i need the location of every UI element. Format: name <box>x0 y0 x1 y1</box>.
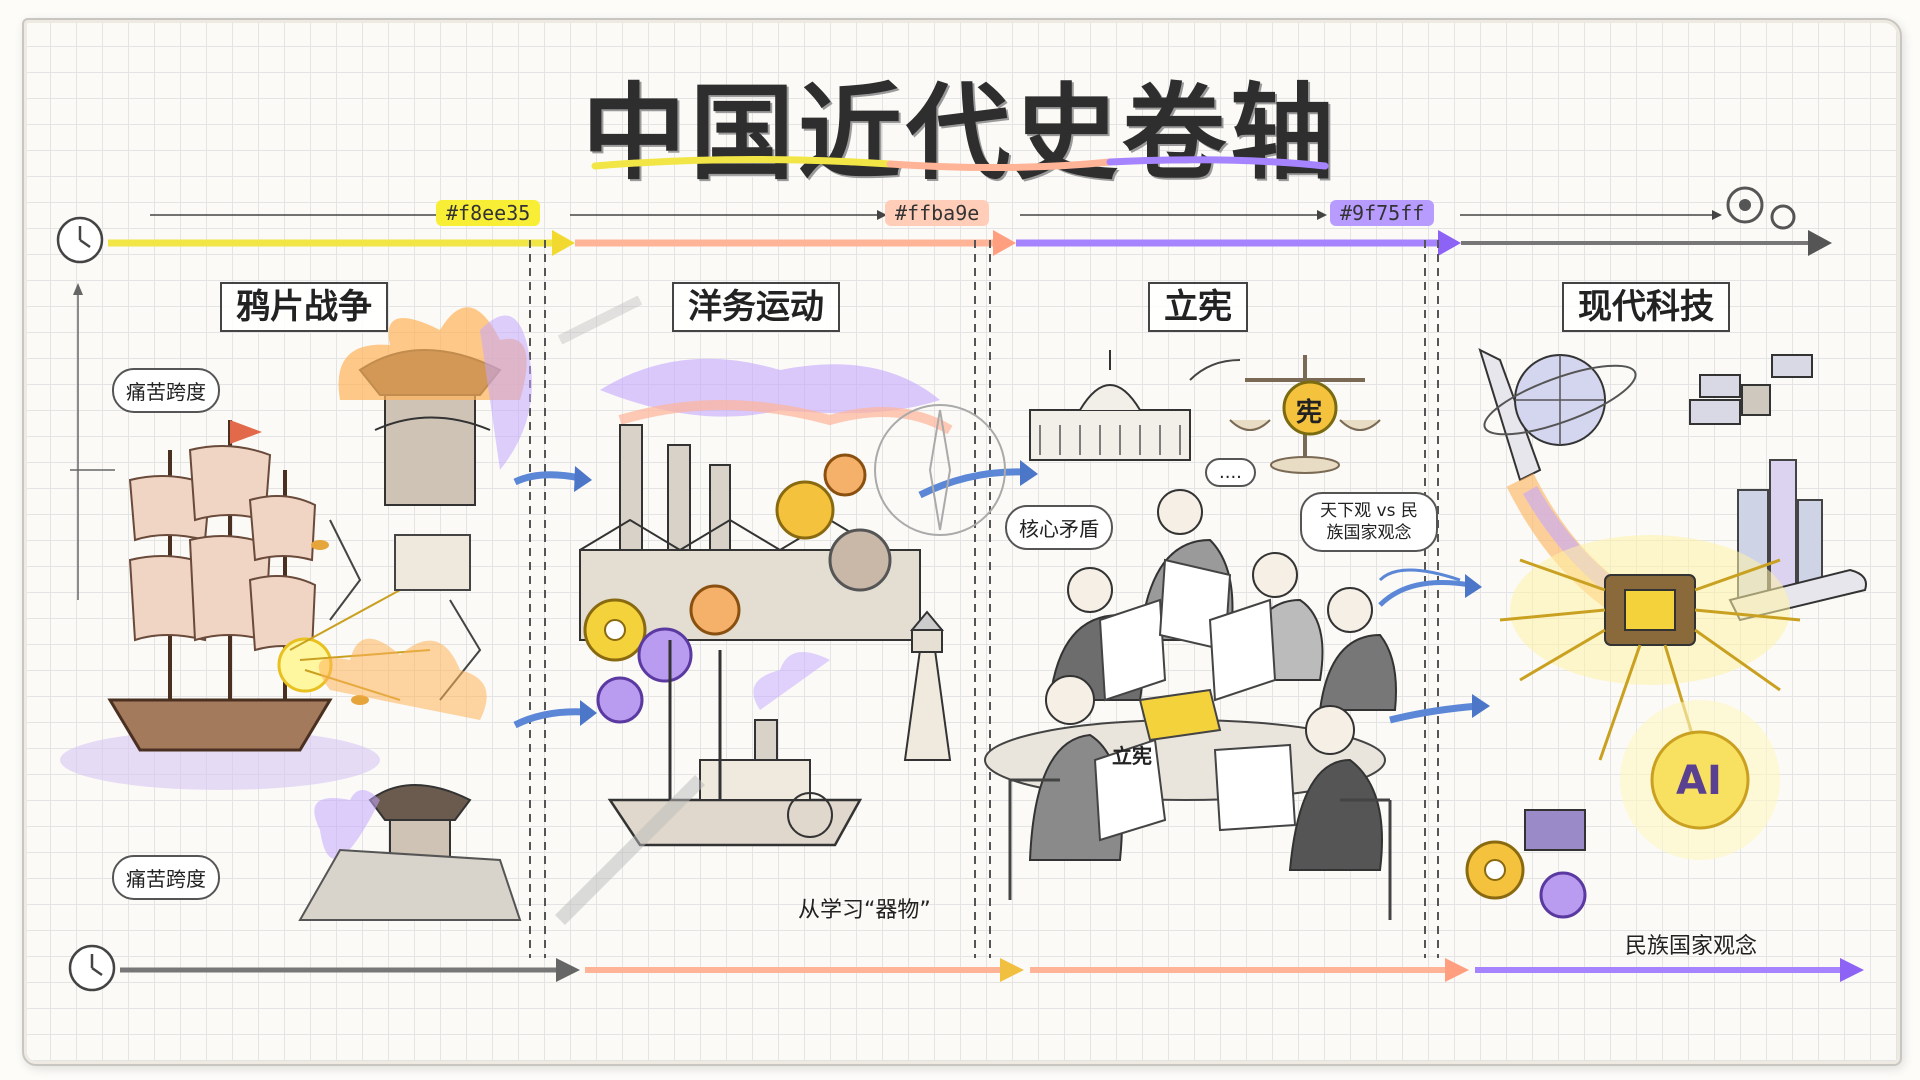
factory-chimney-icon <box>579 358 953 641</box>
panel-label-self-strengthening: 洋务运动 <box>672 282 840 332</box>
ai-sun-icon <box>1620 700 1780 860</box>
compass-icon <box>874 404 1006 536</box>
note-label: 民族国家观念 <box>1625 934 1758 959</box>
note-bubble: 天下观 vs 民族国家观念 <box>1300 492 1438 552</box>
people-reading-newspaper-icon <box>984 489 1397 920</box>
balance-scale-icon <box>1229 355 1381 474</box>
burning-pagoda-icon <box>329 307 532 701</box>
gear-icon <box>1465 840 1587 919</box>
ruler-sketch <box>555 295 705 925</box>
top-timeline <box>108 210 1832 256</box>
left-axis <box>70 283 115 600</box>
link-arrow <box>1189 359 1241 381</box>
capitol-building-icon <box>1029 350 1191 461</box>
thought-bubble: .... <box>1205 458 1256 487</box>
clock-icon <box>68 944 116 992</box>
title-underline <box>591 155 1329 172</box>
sailing-ship-icon <box>60 420 380 790</box>
panel-label-modern-tech: 现代科技 <box>1562 282 1730 332</box>
clock-icon <box>56 216 104 264</box>
panel-label-opium-war: 鸦片战争 <box>220 282 388 332</box>
note-bubble: 核心矛盾 <box>1005 505 1113 550</box>
note-bubble: 痛苦跨度 <box>112 855 220 900</box>
lighthouse-icon <box>903 610 952 761</box>
burning-pagoda-icon <box>298 638 522 921</box>
panel-label-constitution: 立宪 <box>1148 282 1248 332</box>
color-chip-yellow: #f8ee35 <box>436 200 541 226</box>
newspaper-headline: 立宪 <box>1112 744 1152 768</box>
page-title: 中国近代史卷轴 <box>581 72 1338 194</box>
chip-icon <box>1499 535 1801 761</box>
small-chip-icon <box>1524 809 1586 851</box>
gear-icon <box>583 453 892 724</box>
transition-arrows <box>513 460 1490 729</box>
link-arrow <box>1378 568 1461 582</box>
satellite-icon <box>1689 354 1813 425</box>
gear-icon <box>1726 186 1796 230</box>
color-chip-purple: #9f75ff <box>1330 200 1435 226</box>
color-chip-salmon: #ffba9e <box>885 200 990 226</box>
note-label: 从学习“器物” <box>798 898 931 923</box>
constitution-seal: 宪 <box>1296 398 1323 428</box>
panel-dividers <box>529 240 1439 958</box>
bottom-timeline <box>120 958 1864 982</box>
ai-label: AI <box>1676 758 1722 804</box>
globe-icon <box>1483 354 1637 446</box>
note-bubble: 痛苦跨度 <box>112 368 220 413</box>
